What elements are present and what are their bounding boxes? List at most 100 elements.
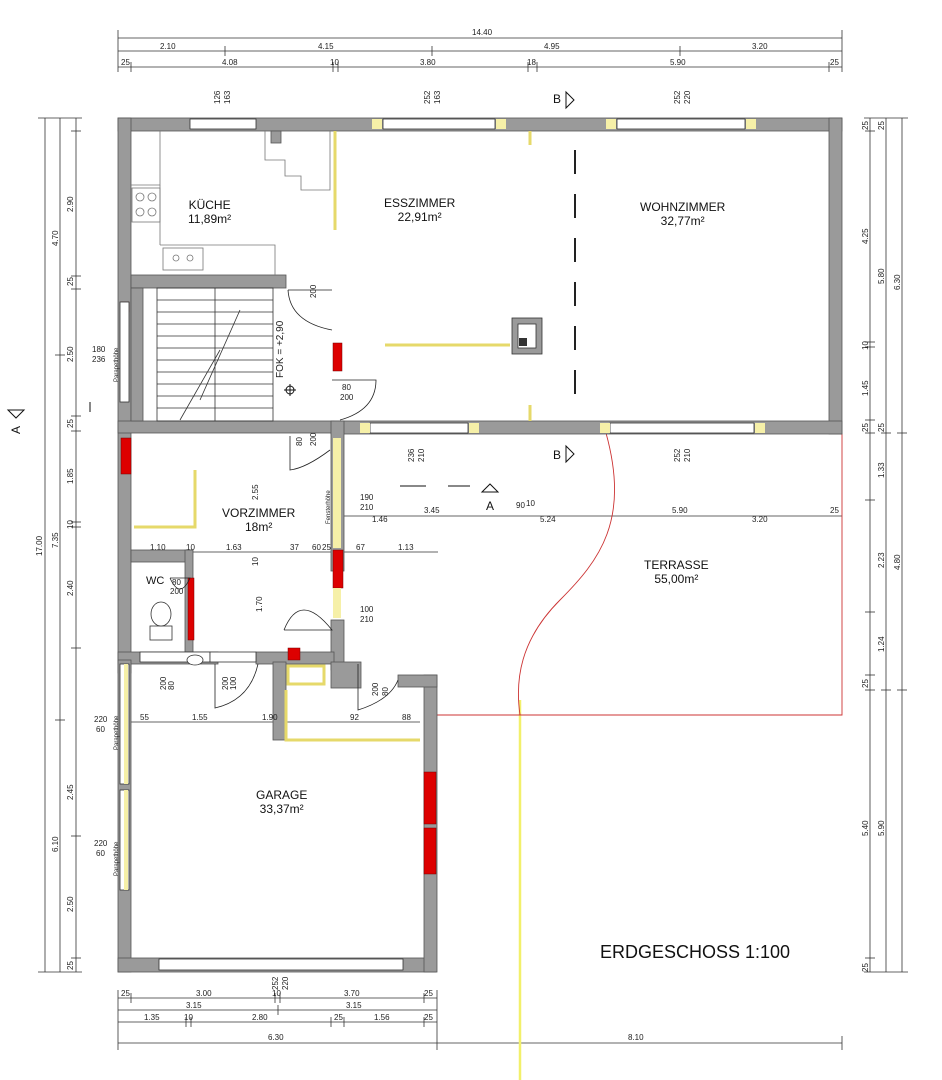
room-esszimmer: ESSZIMMER 22,91m² xyxy=(384,196,455,224)
opening-labels: 200 80 200 80 200 190 210 100 210 80 200… xyxy=(92,90,692,990)
dim-left-inner-0: 2.90 xyxy=(66,196,75,212)
window-label-0: 126 xyxy=(213,90,222,104)
room-wc: WC xyxy=(146,574,164,588)
door-label-7: 100 xyxy=(360,605,374,614)
door-label-2: 200 xyxy=(340,393,354,402)
window-label-8: 236 xyxy=(407,448,416,462)
window-label-5: 220 xyxy=(683,90,692,104)
dim-bot-total-1: 8.10 xyxy=(628,1033,644,1042)
dim-top-r1-0: 2.10 xyxy=(160,42,176,51)
dim-int3-3: 92 xyxy=(350,713,359,722)
fenster-label: Fensterhöhe xyxy=(326,490,332,524)
dim-left-inner-7: 2.45 xyxy=(66,784,75,800)
dim-top-r2-0: 25 xyxy=(121,58,130,67)
dim-int2-7: 1.13 xyxy=(398,543,414,552)
dim-top-r1-3: 3.20 xyxy=(752,42,768,51)
dim-top-r2-5: 5.90 xyxy=(670,58,686,67)
dim-left-inner-3: 25 xyxy=(66,419,75,428)
dim-right-small-3: 25 xyxy=(861,679,870,688)
dim-left-inner-1: 25 xyxy=(66,277,75,286)
dim-right-inner-5: 1.33 xyxy=(877,462,886,478)
door-label-11: 100 xyxy=(229,676,238,690)
room-garage-area: 33,37m² xyxy=(259,802,304,816)
section-b-top-label: B xyxy=(553,92,561,106)
dim-bot-r1-3: 3.70 xyxy=(344,989,360,998)
dim-bot-r3-2: 2.80 xyxy=(252,1013,268,1022)
section-b-mid-label: B xyxy=(553,448,561,462)
door-label-3: 80 xyxy=(295,437,304,446)
dim-left-inner-5: 10 xyxy=(66,520,75,529)
door-label-1: 80 xyxy=(342,383,351,392)
parapet-label-2: Parapethöhe xyxy=(114,841,120,876)
dim-left-outer-0: 4.70 xyxy=(51,230,60,246)
dim-bot-r2-1: 3.15 xyxy=(346,1001,362,1010)
room-wohnzimmer-area: 32,77m² xyxy=(660,214,705,228)
door-label-0: 200 xyxy=(309,284,318,298)
room-terrasse-area: 55,00m² xyxy=(654,572,699,586)
door-label-13: 80 xyxy=(381,687,390,696)
dim-int2-2: 1.63 xyxy=(226,543,242,552)
dim-bot-r1-2: 10 xyxy=(272,989,281,998)
dim-right-inner-8: 5.40 xyxy=(861,820,870,836)
dim-vz-1: 10 xyxy=(251,557,260,566)
dim-int1-3: 10 xyxy=(526,499,535,508)
window-label-14: 220 xyxy=(94,839,108,848)
dim-top-r1-1: 4.15 xyxy=(318,42,334,51)
window-label-11: 210 xyxy=(683,448,692,462)
window-label-3: 163 xyxy=(433,90,442,104)
dim-right-inner-9: 25 xyxy=(861,963,870,972)
dimension-texts: 14.40 2.10 4.15 4.95 3.20 25 4.08 10 3.8… xyxy=(35,28,902,1042)
window-glazing xyxy=(124,119,765,890)
door-label-12: 200 xyxy=(221,676,230,690)
dim-int1-6: 3.20 xyxy=(752,515,768,524)
window-label-2: 252 xyxy=(423,90,432,104)
dim-right-outer-0: 6.30 xyxy=(893,274,902,290)
dim-right-inner-7: 1.24 xyxy=(877,636,886,652)
door-label-9: 80 xyxy=(167,681,176,690)
dim-right-inner-1: 5.80 xyxy=(877,268,886,284)
room-vorzimmer-name: VORZIMMER xyxy=(222,506,296,520)
dim-right-small-0: 25 xyxy=(861,121,870,130)
dim-bot-r3-5: 25 xyxy=(424,1013,433,1022)
dim-int2-3: 37 xyxy=(290,543,299,552)
room-kueche-name: KÜCHE xyxy=(188,198,231,212)
dim-left-inner-4: 1.85 xyxy=(66,468,75,484)
dim-int2-0: 1.10 xyxy=(150,543,166,552)
room-esszimmer-area: 22,91m² xyxy=(397,210,442,224)
section-markers xyxy=(6,90,575,493)
parapet-label-0: Parapethöhe xyxy=(114,347,120,382)
dim-right-outer-1: 4.80 xyxy=(893,554,902,570)
dim-bot-r1-0: 25 xyxy=(121,989,130,998)
door-label-6: 210 xyxy=(360,503,374,512)
room-esszimmer-name: ESSZIMMER xyxy=(384,196,456,210)
window-label-4: 252 xyxy=(673,90,682,104)
window-label-17: 220 xyxy=(281,976,290,990)
dim-left-inner-9: 25 xyxy=(66,961,75,970)
door-swings xyxy=(169,289,399,711)
dim-bot-r3-1: 10 xyxy=(184,1013,193,1022)
door-label-15: 80 xyxy=(172,578,181,587)
room-kueche-area: 11,89m² xyxy=(188,212,232,226)
window-label-9: 210 xyxy=(417,448,426,462)
dim-int1-7: 25 xyxy=(830,506,839,515)
dim-int1-5: 5.90 xyxy=(672,506,688,515)
dim-bot-r2-0: 3.15 xyxy=(186,1001,202,1010)
dim-top-r2-1: 4.08 xyxy=(222,58,238,67)
door-label-5: 190 xyxy=(360,493,374,502)
dim-bot-r3-0: 1.35 xyxy=(144,1013,160,1022)
door-label-4: 200 xyxy=(309,432,318,446)
dim-right-inner-0: 4.25 xyxy=(861,228,870,244)
chimney xyxy=(511,317,543,355)
dim-right-inner-6: 2.23 xyxy=(877,552,886,568)
dim-int3-4: 88 xyxy=(402,713,411,722)
kitchen-counters xyxy=(131,131,331,275)
dim-int2-5: 25 xyxy=(322,543,331,552)
room-wohnzimmer-name: WOHNZIMMER xyxy=(640,200,726,214)
dim-int1-1: 3.45 xyxy=(424,506,440,515)
dim-top-r1-2: 4.95 xyxy=(544,42,560,51)
dim-top-r2-4: 18 xyxy=(527,58,536,67)
window-label-7: 236 xyxy=(92,355,106,364)
dimension-lines xyxy=(38,30,908,1050)
room-vorzimmer-area: 18m² xyxy=(245,520,273,534)
dim-int1-4: 5.24 xyxy=(540,515,556,524)
